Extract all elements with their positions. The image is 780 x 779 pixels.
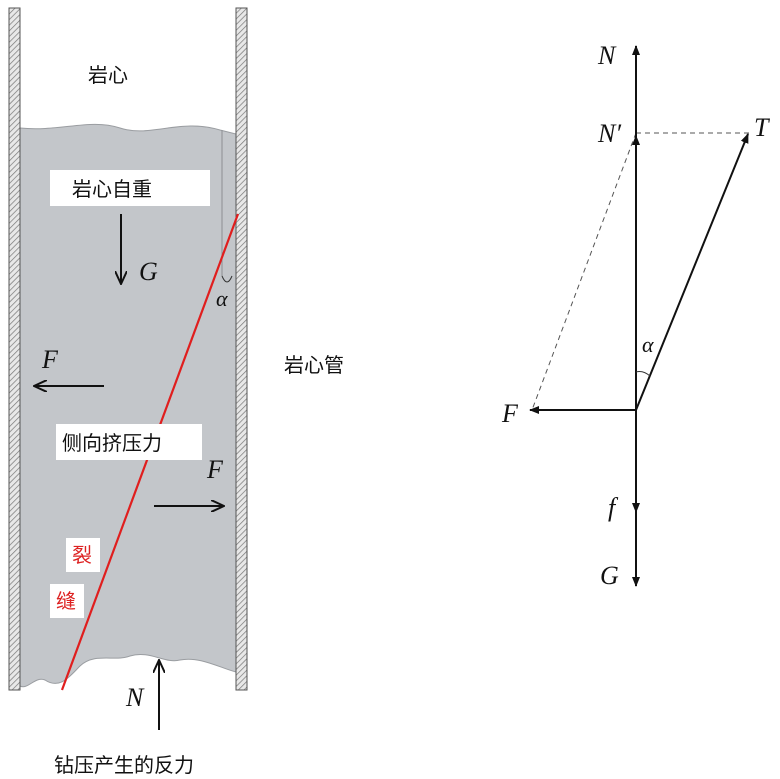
lateral-force-symbol-left: F [41, 345, 59, 374]
force-polygon-figure [529, 45, 750, 587]
label-G: G [600, 561, 619, 590]
crack-label-2: 缝 [56, 589, 76, 613]
crack-label-1: 裂 [72, 543, 92, 567]
lateral-pressure-label: 侧向挤压力 [62, 431, 162, 455]
reaction-label: 钻压产生的反力 [54, 753, 194, 777]
vector-T [635, 133, 749, 411]
label-F: F [501, 399, 519, 428]
core-weight-label: 岩心自重 [72, 177, 152, 201]
label-f: f [608, 493, 619, 522]
core-label: 岩心 [88, 63, 128, 87]
dashed-n-prime-to-f [531, 132, 637, 411]
label-N: N [597, 41, 617, 70]
label-alpha: α [642, 332, 654, 357]
core-tube-figure [8, 7, 248, 730]
label-T: T [754, 113, 770, 142]
angle-arc-right [635, 371, 651, 377]
lateral-force-symbol-right: F [206, 455, 224, 484]
tube-wall-right [235, 7, 248, 691]
tube-label: 岩心管 [284, 353, 344, 377]
normal-force-symbol: N [125, 683, 145, 712]
angle-arc-left [221, 275, 233, 283]
label-N-prime: N′ [597, 119, 621, 148]
tube-wall-left [8, 7, 21, 691]
angle-symbol-left: α [216, 286, 228, 311]
weight-symbol: G [139, 257, 158, 286]
